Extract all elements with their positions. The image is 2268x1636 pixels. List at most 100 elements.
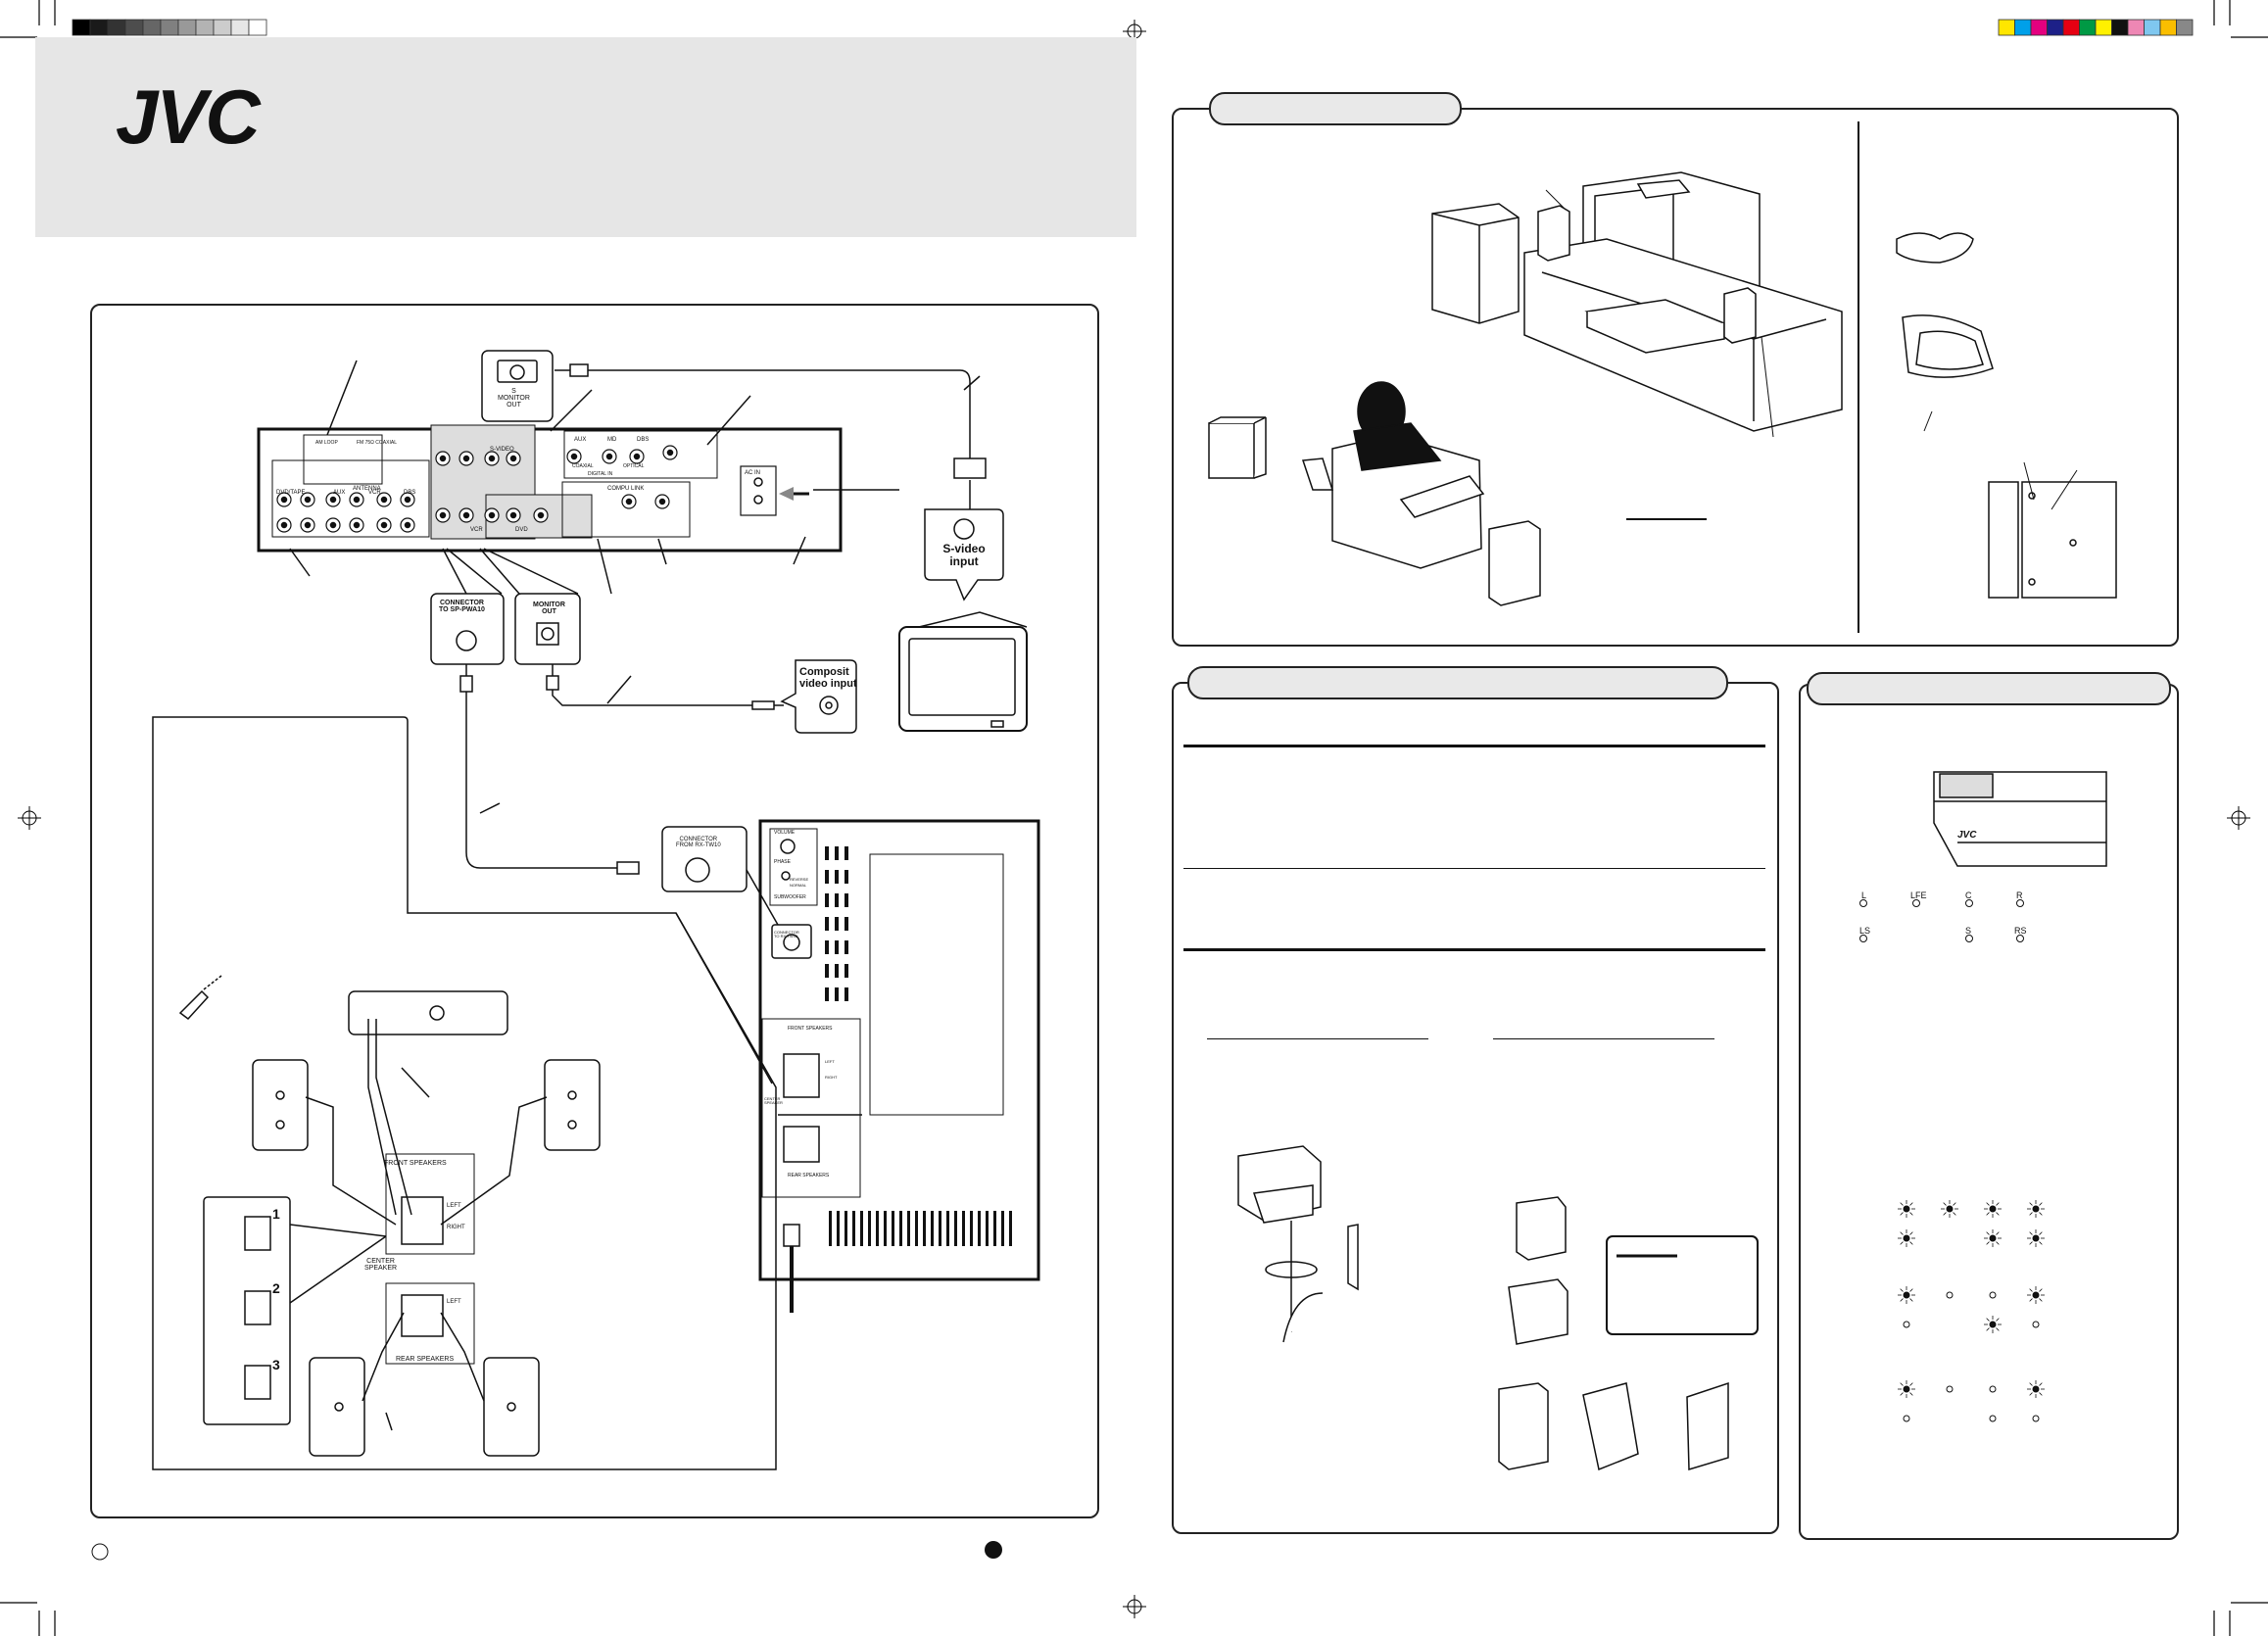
vent-slot (844, 987, 848, 1001)
step-1: 1 (272, 1206, 280, 1222)
vent-slot (844, 846, 848, 860)
label-aux: AUX (333, 490, 346, 496)
vent-slot (923, 1211, 926, 1246)
vent-slot (993, 1211, 996, 1246)
indicator-rs: RS (2014, 926, 2027, 936)
label-wiring-rear-left: LEFT (447, 1299, 461, 1305)
vent-slot (868, 1211, 871, 1246)
vent-slot (835, 917, 839, 931)
vent-slot (844, 1211, 847, 1246)
label-front-speakers: FRONT SPEAKERS (384, 1160, 447, 1167)
panel-divider (1858, 121, 1859, 633)
vent-slot (852, 1211, 855, 1246)
vent-slot (939, 1211, 941, 1246)
vent-slot (825, 917, 829, 931)
label-digital-md: MD (607, 437, 617, 443)
vent-slot (825, 940, 829, 954)
label-am-loop: AM LOOP (315, 440, 338, 446)
vent-slot (835, 870, 839, 884)
indicator-lamp (2032, 1385, 2040, 1393)
indicator-lamp (1989, 1385, 1997, 1393)
label-rear-speakers: REAR SPEAKERS (396, 1356, 455, 1363)
vent-slot (915, 1211, 918, 1246)
label-connector-from: CONNECTOR FROM RX-TW10 (676, 837, 721, 848)
vent-slot (825, 893, 829, 907)
step-2: 2 (272, 1280, 280, 1296)
label-digital-aux: AUX (574, 437, 587, 443)
label-ac-in: AC IN (745, 470, 761, 476)
vent-slot (829, 1211, 832, 1246)
vent-slot (835, 987, 839, 1001)
indicator-lamp (2032, 1234, 2040, 1242)
label-fm-coaxial: FM 75Ω COAXIAL (357, 440, 397, 446)
vent-slot (825, 964, 829, 978)
indicator-lamp (2032, 1321, 2040, 1328)
indicator-lamp (1965, 935, 1973, 942)
label-reverse: REVERSE (790, 877, 809, 882)
label-digital-in: DIGITAL IN (588, 471, 613, 477)
color-swatch (2176, 19, 2194, 36)
gray-swatch (248, 19, 267, 36)
label-center-speaker: CENTER SPEAKER (364, 1258, 398, 1272)
indicator-lamp (1965, 899, 1973, 907)
indicator-lamp (1989, 1205, 1997, 1213)
indicator-lamp (1946, 1205, 1954, 1213)
vent-slot (884, 1211, 887, 1246)
rule-3 (1183, 948, 1765, 951)
vent-slot (931, 1211, 934, 1246)
indicator-lamp (1859, 899, 1867, 907)
indicator-lamp (2016, 935, 2024, 942)
indicator-lamp (1989, 1291, 1997, 1299)
vent-slot (876, 1211, 879, 1246)
vent-slot (835, 940, 839, 954)
label-connector-to: CONNECTOR TO RX-TW10 (774, 930, 799, 938)
indicator-lamp (1903, 1321, 1910, 1328)
label-dbs: DBS (404, 490, 416, 496)
label-monitor-out: MONITOR OUT (533, 601, 565, 615)
vent-slot (844, 964, 848, 978)
vent-slot (835, 964, 839, 978)
label-vcr-video: VCR (470, 527, 483, 533)
indicator-lamp (1859, 935, 1867, 942)
label-s-monitor-out: S MONITOR OUT (498, 388, 530, 409)
indicator-lamp (1989, 1234, 1997, 1242)
vent-slot (892, 1211, 894, 1246)
indicator-lamp (1989, 1415, 1997, 1422)
vent-slot (860, 1211, 863, 1246)
label-phase: PHASE (774, 859, 791, 865)
front-panel-brand: JVC (1957, 830, 1977, 841)
vent-slot (837, 1211, 840, 1246)
rule-1 (1183, 745, 1765, 747)
label-dvd-video: DVD (515, 527, 528, 533)
vent-slot (954, 1211, 957, 1246)
indicator-c: C (1965, 890, 1972, 900)
indicator-lfe: LFE (1910, 890, 1927, 900)
indicator-lamp (2032, 1415, 2040, 1422)
indicator-s: S (1965, 926, 1972, 936)
indicator-lamp (1903, 1385, 1910, 1393)
indicator-lamp (1946, 1291, 1954, 1299)
label-sub-rear-speakers: REAR SPEAKERS (788, 1173, 830, 1179)
label-wiring-left: LEFT (447, 1203, 461, 1209)
jvc-logo: JVC (116, 73, 261, 160)
label-antenna: ANTENNA (353, 486, 381, 492)
vent-slot (946, 1211, 949, 1246)
label-composite-video-input: Composit video input (799, 666, 857, 691)
vent-slot (1009, 1211, 1012, 1246)
vent-slot (899, 1211, 902, 1246)
indicator-lamp (1903, 1291, 1910, 1299)
indicator-lamp (1903, 1205, 1910, 1213)
vent-slot (978, 1211, 981, 1246)
vent-slot (970, 1211, 973, 1246)
vent-slot (835, 893, 839, 907)
indicator-r: R (2016, 890, 2023, 900)
indicator-lamp (1989, 1321, 1997, 1328)
indicator-lamp (1912, 899, 1920, 907)
label-sub-center-speaker: CENTER SPEAKER (764, 1096, 783, 1105)
vent-slot (1001, 1211, 1004, 1246)
vent-slot (825, 846, 829, 860)
